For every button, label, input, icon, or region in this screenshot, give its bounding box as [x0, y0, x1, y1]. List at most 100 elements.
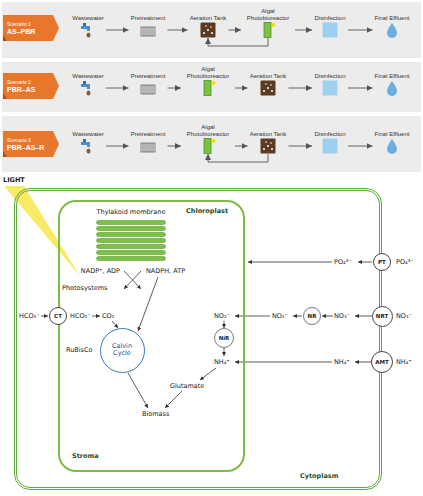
flow-arrow [289, 146, 313, 147]
step-icon [322, 22, 338, 38]
screen-icon [143, 143, 153, 152]
flux-arrow [358, 262, 372, 263]
flow-arrow [106, 146, 129, 147]
step-label: Algal Photobioreactor [183, 66, 233, 80]
scenario-tag: Scenario 1AS–PBR [3, 15, 59, 41]
flux-arrow [165, 391, 182, 408]
bubble [203, 32, 205, 34]
step-caption: Disinfection [314, 65, 345, 80]
tag-text: Scenario 2PBR–AS [7, 73, 35, 99]
tag-fold [3, 93, 7, 99]
flux-arrow [248, 262, 332, 263]
step-label: Wastewater [72, 73, 103, 80]
molecule-label: HCO₃⁻ [70, 312, 91, 320]
step-icon [384, 80, 400, 96]
flow-arrow [208, 38, 268, 46]
bubble [267, 145, 269, 147]
water-drop [87, 91, 91, 96]
step-caption: Wastewater [72, 123, 103, 138]
tag-text: Scenario 3PBR–AS–R [7, 131, 44, 157]
screen-icon [141, 27, 155, 36]
thylakoid-disc [97, 239, 166, 243]
tag-shape [3, 15, 59, 41]
step-icon [260, 22, 276, 38]
step-icon [260, 80, 276, 96]
g-part [41, 262, 372, 408]
flow-arrow [106, 88, 129, 89]
screen-icon [143, 85, 153, 94]
step-label: Pretreatment [131, 73, 166, 80]
transporter-circle: AMT [371, 351, 393, 373]
disinfection-step: Disinfection [312, 7, 348, 38]
photobioreactor-step: Algal Photobioreactor [181, 65, 235, 96]
step-caption: Disinfection [314, 123, 345, 138]
step-icon [384, 22, 400, 38]
step-icon [80, 80, 96, 96]
flux-arrow [235, 362, 332, 363]
flux-arrow [293, 316, 302, 317]
photobioreactor-step: Algal Photobioreactor [241, 7, 295, 38]
step-label: Aeration Tank [250, 73, 287, 80]
flux-arrow [200, 368, 216, 380]
tag-fold [3, 35, 7, 41]
bubble [267, 87, 269, 89]
step-label: Aeration Tank [190, 15, 227, 22]
molecule-label: NO₃⁻ [334, 312, 350, 320]
bubble [271, 148, 273, 150]
faucet-icon [83, 81, 86, 84]
step-label: Algal Photobioreactor [243, 8, 293, 22]
tag-caption: Scenario 2 [7, 79, 35, 85]
bubble [207, 29, 209, 31]
flow-arrow [348, 30, 373, 31]
photobioreactor-icon [264, 23, 271, 38]
molecule-label: RuBisCo [66, 346, 93, 354]
step-icon [200, 22, 216, 38]
step-caption: Wastewater [72, 65, 103, 80]
molecule-label: NADPH, ATP [146, 267, 185, 275]
cell-outline: Thylakoid membraneCalvin CycleNiRChlorop… [14, 188, 382, 490]
effluent-drop [387, 81, 397, 96]
cycle-label: Calvin Cycle [104, 343, 140, 358]
step-caption: Algal Photobioreactor [183, 65, 233, 80]
flow-arrow [348, 88, 373, 89]
step-caption: Aeration Tank [250, 123, 287, 138]
photobioreactor-step: Algal Photobioreactor [181, 123, 235, 154]
molecule-label: NO₃⁻ [396, 312, 412, 320]
step-icon [80, 22, 96, 38]
flux-arrow [355, 362, 372, 363]
tag-caption: Scenario 3 [7, 137, 44, 143]
disinfection-step: Disinfection [312, 123, 348, 154]
flow-arrow [106, 30, 129, 31]
faucet-icon [87, 84, 90, 89]
flow-arrow [295, 30, 312, 31]
step-label: Disinfection [314, 15, 345, 22]
flux-arrow [224, 348, 225, 356]
tag-text: Scenario 1AS–PBR [7, 15, 35, 41]
pretreatment-step: Pretreatment [129, 123, 168, 154]
bubble [265, 141, 267, 143]
molecule-label: NO₂⁻ [272, 312, 288, 320]
step-icon [140, 80, 156, 96]
screen-icon [143, 27, 153, 36]
step-icon [322, 138, 338, 154]
water-drop [87, 149, 91, 154]
flux-arrow [92, 316, 100, 317]
step-caption: Algal Photobioreactor [243, 7, 293, 22]
scenario-band [2, 116, 421, 172]
flux-arrow [355, 316, 372, 317]
molecule-label: Photosystems [62, 284, 107, 292]
aeration-tank-step: Aeration Tank [248, 123, 289, 154]
bubble [211, 32, 213, 34]
tag-shape [3, 73, 59, 99]
faucet-icon [87, 26, 90, 31]
tag-fold [3, 151, 7, 157]
flow-arrow [348, 146, 373, 147]
thylakoid-disc [97, 221, 166, 225]
thylakoid-stack-art [96, 220, 166, 262]
step-label: Algal Photobioreactor [183, 124, 233, 138]
pretreatment-step: Pretreatment [129, 65, 168, 96]
step-icon [384, 138, 400, 154]
flow-arrow [168, 30, 188, 31]
scenario-band [2, 2, 421, 58]
step-caption: Algal Photobioreactor [183, 123, 233, 138]
